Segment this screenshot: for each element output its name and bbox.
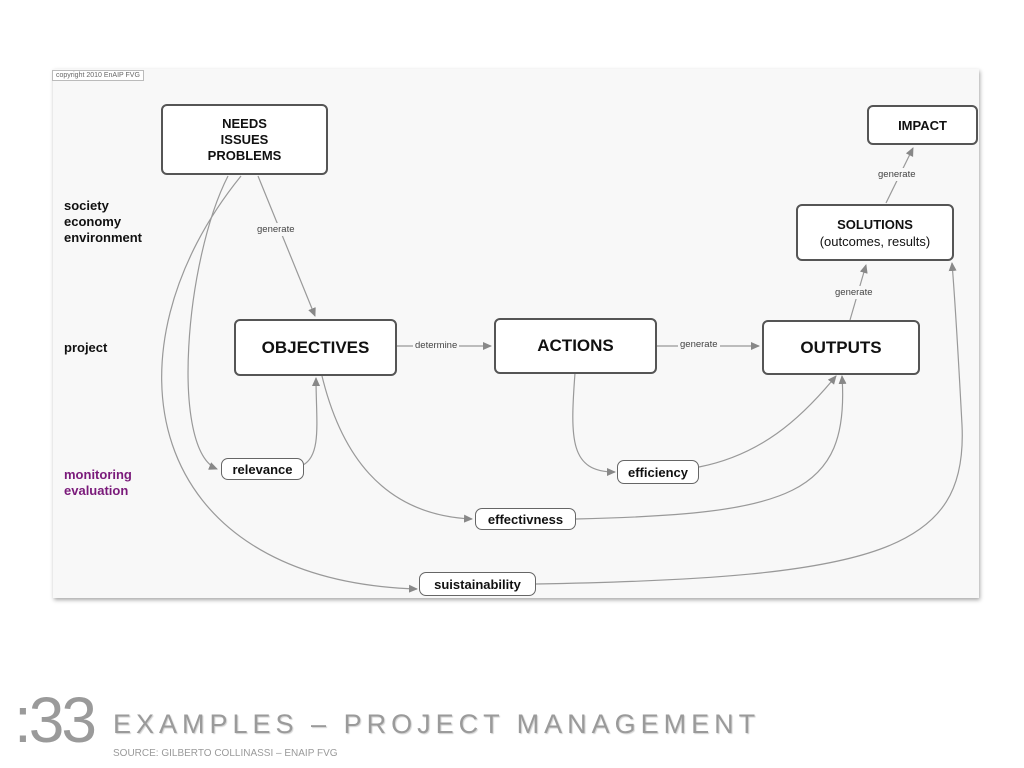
- criterion-relevance: relevance: [221, 458, 304, 480]
- edge-objectives-effectiveness: [321, 375, 473, 523]
- criterion-sustainability: suistainability: [419, 572, 536, 596]
- edge-needs-objectives: [257, 175, 316, 317]
- edge-label-generate: generate: [876, 168, 918, 181]
- node-needs-line: ISSUES: [220, 131, 269, 147]
- node-solutions-title: SOLUTIONS: [837, 216, 913, 232]
- level-society-line: society: [64, 198, 109, 213]
- edge-label-determine: determine: [413, 339, 460, 352]
- node-needs-line: NEEDS: [222, 115, 267, 131]
- edge-label-generate: generate: [833, 286, 875, 299]
- level-monitoring-line: evaluation: [64, 483, 129, 498]
- edge-label-generate: generate: [255, 223, 297, 236]
- slide-source: SOURCE: GILBERTO COLLINASSI – ENAIP FVG: [113, 748, 338, 759]
- node-objectives: OBJECTIVES: [234, 319, 397, 376]
- edge-relevance-objectives: [302, 377, 321, 466]
- edge-efficiency-outputs: [698, 375, 837, 468]
- node-solutions-subtitle: (outcomes, results): [819, 233, 931, 249]
- edge-actions-efficiency: [572, 372, 616, 476]
- level-monitoring: monitoring evaluation: [64, 467, 132, 499]
- level-society-line: environment: [64, 230, 143, 245]
- edge-needs-sustainability: [161, 175, 418, 593]
- node-needs-line: PROBLEMS: [207, 147, 282, 163]
- edge-label-generate: generate: [678, 338, 720, 351]
- copyright-notice: copyright 2010 EnAIP FVG: [52, 70, 144, 81]
- node-impact: IMPACT: [867, 105, 978, 145]
- edge-effectiveness-outputs: [575, 375, 847, 520]
- level-society-line: economy: [64, 214, 122, 229]
- edge-sustainability-solutions: [535, 262, 963, 585]
- level-society: society economy environment: [64, 198, 142, 246]
- node-needs: NEEDS ISSUES PROBLEMS: [161, 104, 328, 175]
- criterion-effectiveness: effectivness: [475, 508, 576, 530]
- slide-number: :33: [14, 684, 97, 756]
- edge-needs-relevance: [187, 175, 229, 470]
- node-outputs: OUTPUTS: [762, 320, 920, 375]
- level-monitoring-line: monitoring: [64, 467, 132, 482]
- level-project: project: [64, 340, 108, 355]
- slide-title: EXAMPLES – PROJECT MANAGEMENT: [113, 709, 761, 739]
- node-solutions: SOLUTIONS (outcomes, results): [796, 204, 954, 261]
- node-actions: ACTIONS: [494, 318, 657, 374]
- criterion-efficiency: efficiency: [617, 460, 699, 484]
